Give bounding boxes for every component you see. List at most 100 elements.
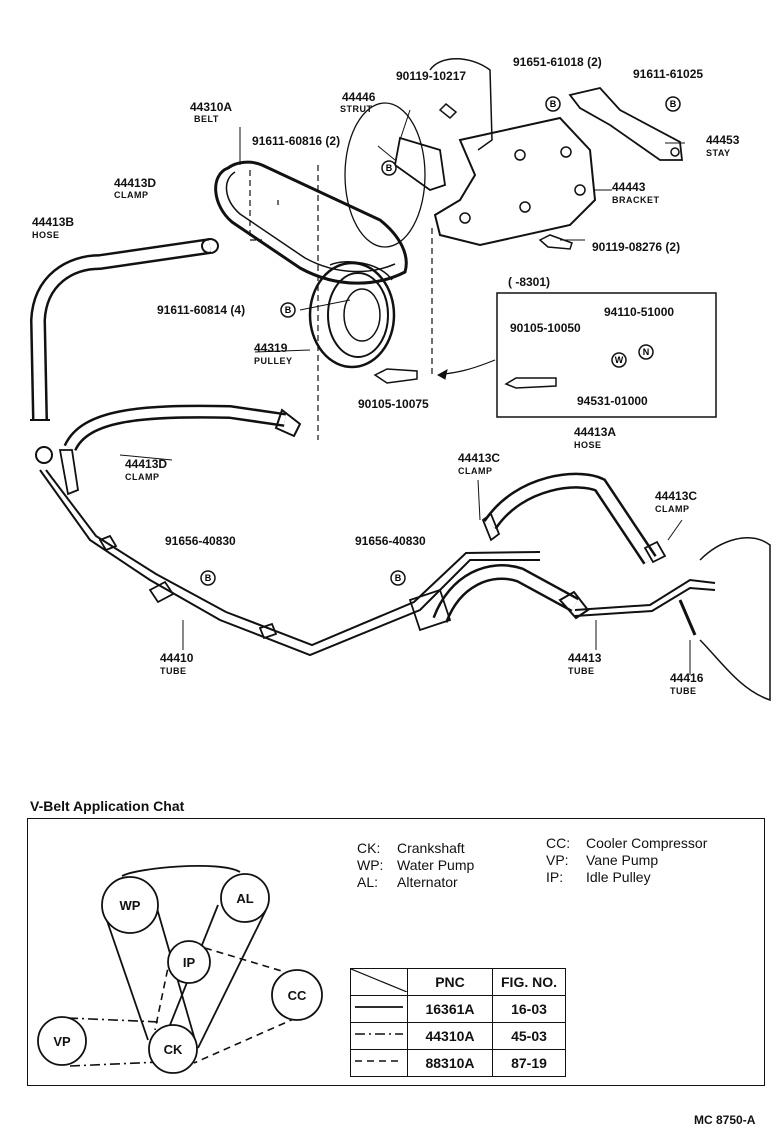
stay-44453 [568,87,684,161]
svg-text:CC: CC [288,988,307,1003]
pulley-vp: VP [37,1016,87,1066]
svg-text:B: B [285,305,292,315]
label-90119-10217: 90119-10217 [396,69,467,83]
marker-b-5: B [200,570,216,586]
pnc-row: 16361A 16-03 [350,995,566,1023]
label-clamp-d-mid: CLAMP [125,472,160,482]
svg-text:N: N [643,347,650,357]
pulley-wp: WP [101,876,159,934]
legend-right: CC:Cooler Compressor VP:Vane Pump IP:Idl… [546,835,707,886]
legend-key: VP: [546,852,569,868]
marker-w: W [611,352,627,368]
label-44413: 44413 [568,651,602,665]
label-tube-44416: TUBE [670,686,697,696]
svg-text:IP: IP [183,955,196,970]
label-44413c-1: 44413C [458,451,501,465]
pnc-header: PNC [407,968,493,996]
label-clamp-c-1: CLAMP [458,466,493,476]
label-91611-60816: 91611-60816 (2) [252,134,341,148]
strut-44446 [394,136,446,191]
belt-dashdot [67,1017,161,1067]
label-belt: BELT [194,114,219,124]
label-44446: 44446 [342,90,376,104]
pulley-ck: CK [148,1024,198,1074]
svg-text:WP: WP [120,898,141,913]
fig-header: FIG. NO. [492,968,566,996]
label-90119-08276: 90119-08276 (2) [592,240,681,254]
legend-key: IP: [546,869,564,885]
label-tube-44410: TUBE [160,666,187,676]
label-44319: 44319 [254,341,288,355]
legend-value: Crankshaft [397,840,465,856]
svg-text:W: W [615,355,624,365]
pulley-cc: CC [271,969,323,1021]
bracket-44443 [433,116,597,247]
label-44410: 44410 [160,651,194,665]
label-44413b: 44413B [32,215,75,229]
marker-n: N [638,344,654,360]
legend-value: Water Pump [397,857,475,873]
svg-text:VP: VP [53,1034,71,1049]
label-94110-51000: 94110-51000 [604,305,675,319]
legend-key: CK: [357,840,381,856]
label-44413a: 44413A [574,425,617,439]
fig-cell: 16-03 [492,995,566,1023]
corner-diagonal [350,968,408,993]
legend-value: Vane Pump [586,852,659,868]
figure-code: MC 8750-A [694,1113,756,1127]
vbelt-chart-title: V-Belt Application Chat [30,798,185,814]
pnc-table: PNC FIG. NO. 16361A 16-03 44310A 45-03 8… [350,968,566,1077]
label-90105-10075: 90105-10075 [358,397,429,411]
label-bracket: BRACKET [612,195,660,205]
svg-text:B: B [550,99,557,109]
label-clamp-c-2: CLAMP [655,504,690,514]
label-pulley: PULLEY [254,356,293,366]
pnc-cell: 88310A [407,1049,493,1077]
line-style-solid [350,995,408,1023]
pnc-corner-cell [350,968,408,996]
label-strut: STRUT [340,104,373,114]
inset-box [496,292,717,418]
belt-44310a [214,160,408,285]
pnc-cell: 16361A [407,995,493,1023]
label-44413d-mid: 44413D [125,457,168,471]
label-inset-range: ( -8301) [508,275,551,289]
label-91656-40830-2: 91656-40830 [355,534,426,548]
label-44310a: 44310A [190,100,233,114]
marker-b-1: B [545,96,561,112]
label-91611-61025: 91611-61025 [633,67,704,81]
legend-value: Cooler Compressor [586,835,708,851]
pnc-row: 88310A 87-19 [350,1049,566,1077]
pnc-row: 44310A 45-03 [350,1022,566,1050]
svg-text:CK: CK [164,1042,183,1057]
belt-dashed [154,947,297,1064]
marker-layer: B B B B B B N W [200,96,681,586]
pnc-header-row: PNC FIG. NO. [350,968,566,996]
tube-44416 [574,578,716,611]
label-tube-44413: TUBE [568,666,595,676]
marker-b-4: B [280,302,296,318]
svg-text:B: B [386,163,393,173]
fig-cell: 45-03 [492,1022,566,1050]
svg-text:B: B [395,573,402,583]
legend-value: Alternator [397,874,458,890]
label-90105-10050: 90105-10050 [510,321,581,335]
label-91651-61018: 91651-61018 (2) [513,55,602,69]
fig-cell: 87-19 [492,1049,566,1077]
label-44413c-2: 44413C [655,489,698,503]
marker-b-2: B [665,96,681,112]
label-hose-a: HOSE [574,440,602,450]
label-44416: 44416 [670,671,704,685]
label-94531-01000: 94531-01000 [577,394,648,408]
svg-text:B: B [670,99,677,109]
pulley-al: AL [220,873,270,923]
parts-illustration [29,58,771,702]
marker-b-6: B [390,570,406,586]
pulley-ip: IP [167,940,211,984]
legend-key: WP: [357,857,384,873]
legend-left: CK:Crankshaft WP:Water Pump AL:Alternato… [357,840,474,891]
pnc-cell: 44310A [407,1022,493,1050]
label-91656-40830-1: 91656-40830 [165,534,236,548]
legend-value: Idle Pulley [586,869,651,885]
